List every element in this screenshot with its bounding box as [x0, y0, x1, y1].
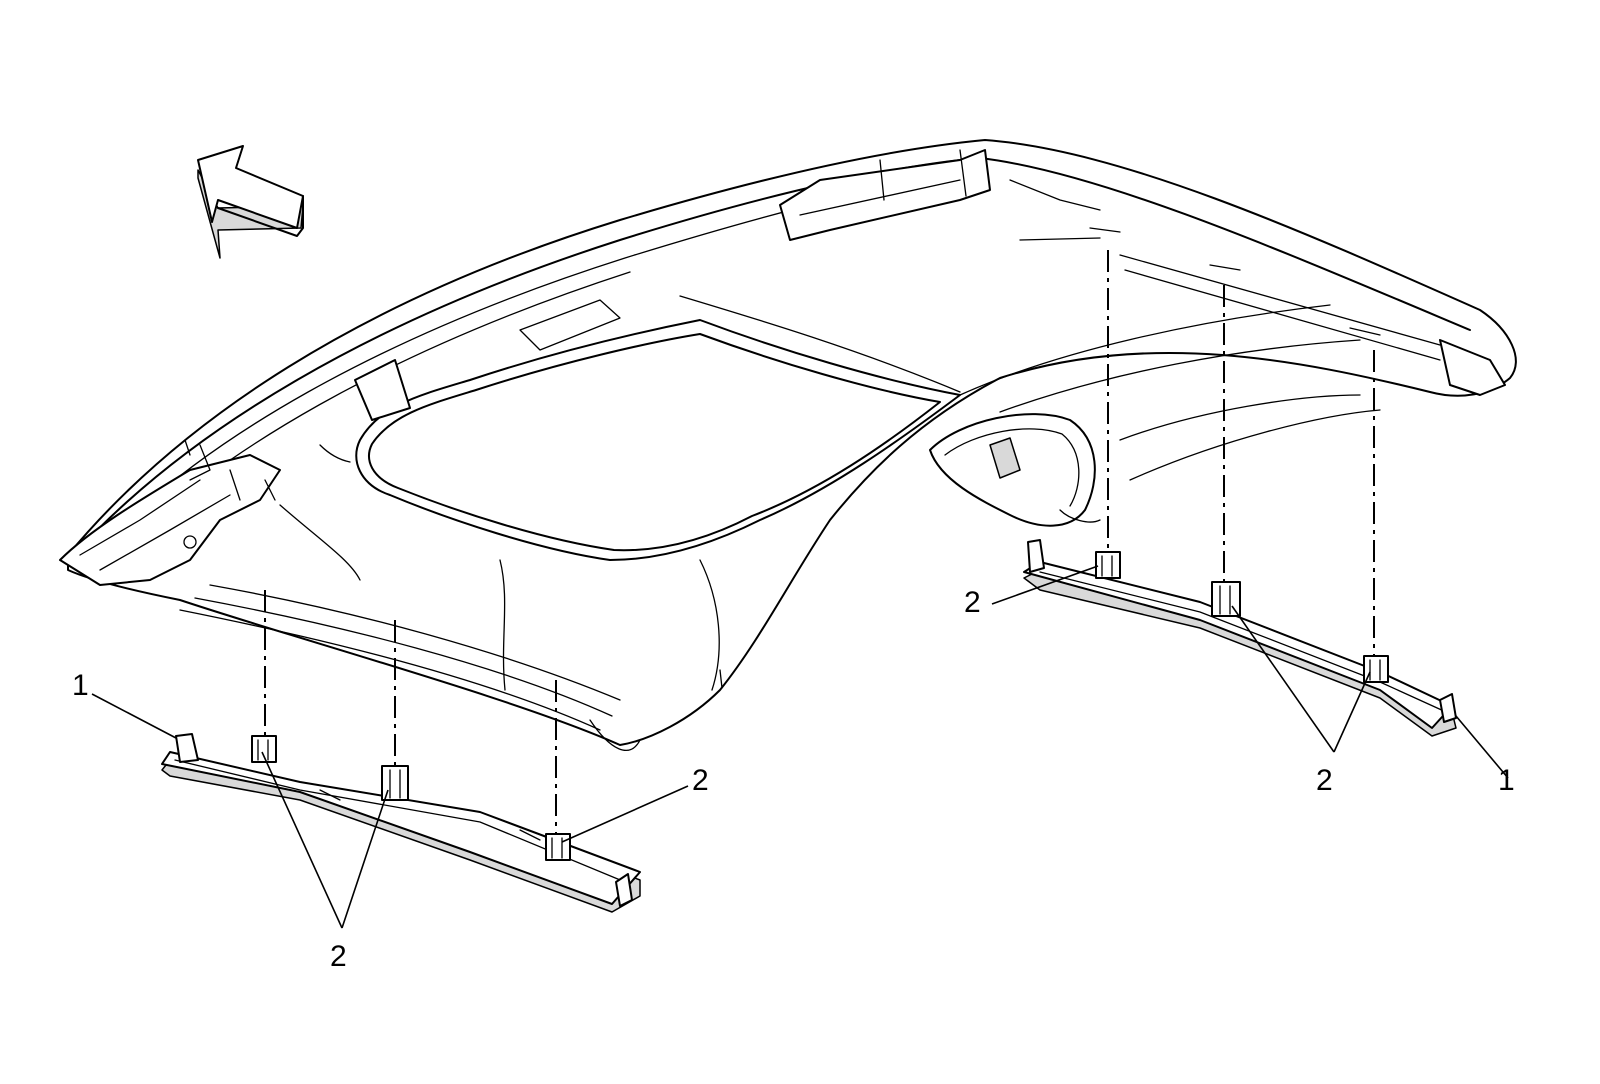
- leader-left-clip-2: [341, 789, 389, 929]
- leader-left-rail: [91, 693, 177, 739]
- leader-left-clip-3: [561, 785, 689, 843]
- left-retainer-rail: [161, 733, 641, 913]
- callout-left-rail: 1: [72, 669, 89, 702]
- callout-left-clip-single: 2: [692, 764, 709, 797]
- leader-right-rail: [1455, 715, 1509, 779]
- left-clip-3: [545, 833, 571, 861]
- leader-right-clip-3: [1333, 671, 1371, 753]
- right-retainer-rail: [1023, 539, 1457, 737]
- headliner-panel: [59, 139, 1517, 752]
- callout-right-clips: 2: [1316, 764, 1333, 797]
- right-clip-1: [1095, 551, 1121, 579]
- leader-lines: [91, 565, 1509, 929]
- right-clip-2: [1211, 581, 1241, 617]
- leader-right-clip-1: [991, 565, 1099, 605]
- callout-left-clips: 2: [330, 940, 347, 973]
- leader-left-clip-1: [261, 751, 343, 929]
- callout-right-clip-single: 2: [964, 586, 981, 619]
- leader-right-clip-2: [1231, 605, 1335, 753]
- callout-right-rail: 1: [1498, 764, 1515, 797]
- forward-arrow-icon: [197, 145, 304, 259]
